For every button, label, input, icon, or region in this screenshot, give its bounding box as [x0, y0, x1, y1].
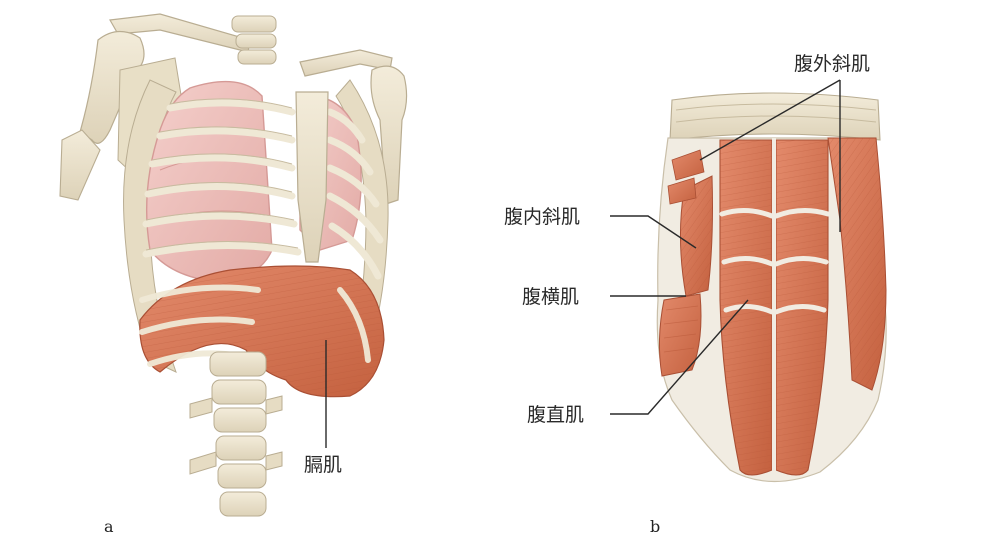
diaphragm-muscle [139, 265, 385, 398]
panel-b-letter: b [650, 517, 660, 536]
rectus-abdominis-label: 腹直肌 [527, 404, 584, 426]
sternum [295, 91, 329, 263]
upper-left-slips [667, 149, 705, 205]
panel-b-leaders [610, 79, 841, 415]
lumbar-spine [189, 351, 283, 517]
ribs [142, 99, 384, 280]
cervical-spine [231, 15, 277, 65]
internal-oblique-leader [610, 215, 697, 249]
transversus-abdominis-left [658, 293, 702, 377]
rectus-abdominis [719, 138, 831, 476]
external-oblique-leader-diagonal [699, 79, 841, 161]
panel-a-letter: a [104, 517, 114, 536]
external-oblique-label: 腹外斜肌 [794, 53, 870, 75]
panel-a-thorax-illustration: 膈肌 a [59, 13, 408, 536]
rectus-leader [610, 299, 749, 415]
panel-b-abdominal-wall-illustration: 腹外斜肌 腹内斜肌 腹横肌 腹直肌 b [504, 53, 887, 536]
internal-oblique-label: 腹内斜肌 [504, 206, 580, 228]
diaphragm-label: 膈肌 [304, 454, 342, 476]
transversus-abdominis-label: 腹横肌 [522, 286, 579, 308]
